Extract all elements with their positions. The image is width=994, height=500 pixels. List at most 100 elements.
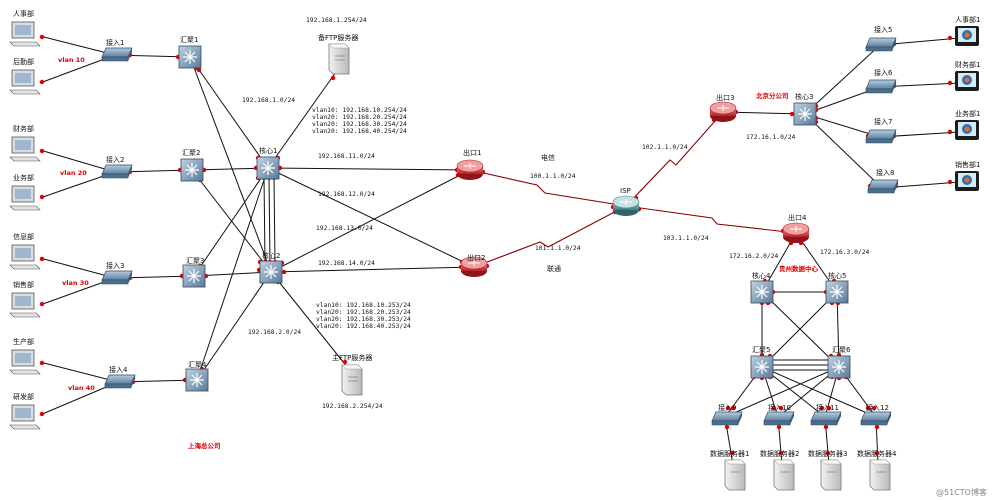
pc-hr[interactable]: [9, 21, 41, 47]
label-net-bj: 102.1.1.0/24: [642, 144, 688, 151]
link-core2-exit1: [270, 169, 471, 273]
server-ftp-main[interactable]: [341, 364, 363, 396]
link-core4-agg6: [761, 291, 840, 368]
switch-acc12[interactable]: [860, 411, 892, 426]
label-srv4: 数据服务器4: [857, 449, 897, 458]
label-pc-info: 信息部: [13, 232, 34, 241]
device-labels: 人事部 后勤部 财务部 业务部 信息部 销售部 生产部 研发部 接入1 接入2 …: [13, 9, 980, 458]
switch-icon: [865, 79, 897, 90]
label-vlan30: vlan 30: [62, 279, 89, 287]
server-data3[interactable]: [820, 459, 842, 491]
switch-acc10[interactable]: [763, 411, 795, 426]
link-hr-acc1: [39, 35, 116, 56]
pc-business[interactable]: [9, 185, 41, 211]
switch-icon: [104, 374, 136, 385]
label-agg5: 汇聚5: [752, 346, 770, 354]
label-pc-rnd: 研发部: [13, 392, 34, 401]
link-core3-acc8: [804, 113, 883, 189]
link-agg6-acc9: [724, 366, 840, 418]
pc-business1[interactable]: [955, 120, 979, 140]
pc-production[interactable]: [9, 349, 41, 375]
label-agg2: 汇聚2: [182, 149, 200, 157]
label-net-bj-core: 172.16.1.0/24: [746, 134, 795, 141]
router-isp[interactable]: [612, 195, 640, 216]
label-pc-finance: 财务部: [13, 124, 34, 133]
label-net-13: 192.168.13.0/24: [316, 225, 373, 232]
pc-sales[interactable]: [9, 292, 41, 318]
label-net-telecom: 100.1.1.0/24: [530, 173, 576, 180]
mlswitch-agg3[interactable]: [182, 264, 206, 288]
server-data4[interactable]: [869, 459, 891, 491]
switch-icon: [865, 37, 897, 48]
router-exit2[interactable]: [460, 256, 488, 277]
switch-acc7[interactable]: [865, 129, 897, 144]
label-exit3: 出口3: [716, 93, 734, 102]
label-core1: 核心1: [259, 146, 277, 155]
label-net-gz-c5: 172.16.3.0/24: [820, 249, 869, 256]
mlswitch-agg1[interactable]: [178, 45, 202, 69]
switch-acc5[interactable]: [865, 37, 897, 52]
label-acc7: 接入7: [874, 117, 892, 126]
switch-acc2[interactable]: [101, 164, 133, 179]
label-vlan10: vlan 10: [58, 56, 85, 64]
mlswitch-core3[interactable]: [793, 102, 817, 126]
label-srv2: 数据服务器2: [760, 449, 799, 458]
pc-logistics[interactable]: [9, 69, 41, 95]
label-agg1: 汇聚1: [180, 36, 198, 44]
label-pc-hr: 人事部: [13, 9, 34, 18]
switch-icon: [865, 129, 897, 140]
label-pc-business1: 业务部1: [955, 109, 980, 118]
pc-finance[interactable]: [9, 136, 41, 162]
router-exit3[interactable]: [709, 101, 737, 122]
mlswitch-agg2[interactable]: [180, 158, 204, 182]
switch-acc11[interactable]: [810, 411, 842, 426]
link-core3-acc5: [804, 44, 881, 115]
label-pc-sales: 销售部: [13, 280, 34, 289]
switch-icon: [867, 179, 899, 190]
link-core1-ftp-backup: [267, 71, 337, 169]
link-agg4-core2: [196, 271, 272, 381]
label-pc-logistics: 后勤部: [13, 57, 34, 66]
label-acc12: 接入12: [866, 403, 889, 412]
server-ftp-backup[interactable]: [328, 43, 350, 75]
router-exit1[interactable]: [456, 159, 484, 180]
mlswitch-core5[interactable]: [825, 280, 849, 304]
switch-acc3[interactable]: [101, 270, 133, 285]
router-exit4[interactable]: [782, 222, 810, 243]
label-acc1: 接入1: [106, 38, 124, 47]
switch-acc4[interactable]: [104, 374, 136, 389]
server-data2[interactable]: [773, 459, 795, 491]
mlswitch-agg6[interactable]: [827, 355, 851, 379]
wan-isp-exit3: [625, 111, 724, 207]
mlswitch-core2[interactable]: [259, 260, 283, 284]
switch-acc8[interactable]: [867, 179, 899, 194]
server-icon: [341, 364, 363, 396]
label-core5: 核心5: [828, 271, 846, 280]
pc-sales1[interactable]: [955, 171, 979, 191]
label-carrier-telecom: 电信: [541, 153, 555, 162]
mlswitch-core1[interactable]: [256, 156, 280, 180]
mlswitch-core4[interactable]: [750, 280, 774, 304]
label-pc-hr1: 人事部1: [955, 15, 980, 24]
pc-hr1[interactable]: [955, 26, 979, 46]
switch-icon: [763, 411, 795, 422]
pc-info[interactable]: [9, 244, 41, 270]
mlswitch-agg4[interactable]: [185, 368, 209, 392]
server-icon: [724, 459, 746, 491]
switch-acc1[interactable]: [101, 47, 133, 62]
server-data1[interactable]: [724, 459, 746, 491]
pc-finance1[interactable]: [955, 71, 979, 91]
switch-acc9[interactable]: [711, 411, 743, 426]
label-acc5: 接入5: [874, 25, 892, 34]
label-site-guizhou: 贵州数据中心: [779, 264, 819, 273]
switch-acc6[interactable]: [865, 79, 897, 94]
label-exit2: 出口2: [467, 253, 485, 262]
link-agg4-core1: [196, 167, 269, 381]
label-core2-vlan-1: vlan20: 192.168.20.253/24: [316, 309, 411, 316]
switch-icon: [101, 47, 133, 58]
label-core1-vlan-2: vlan20: 192.168.30.254/24: [312, 121, 407, 128]
mlswitch-agg5[interactable]: [750, 355, 774, 379]
label-pc-finance1: 财务部1: [955, 60, 980, 69]
pc-rnd[interactable]: [9, 404, 41, 430]
label-exit4: 出口4: [788, 213, 807, 222]
